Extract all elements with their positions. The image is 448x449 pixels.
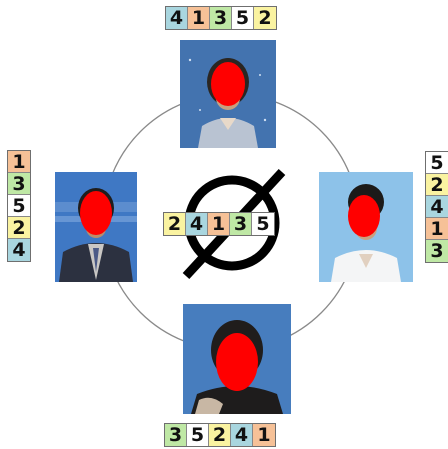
sequence-cell: 3 <box>230 213 252 235</box>
sequence-cell: 1 <box>426 218 448 240</box>
sequence-cell: 3 <box>165 424 187 446</box>
sequence-cell: 5 <box>252 213 274 235</box>
sequence-cell: 4 <box>426 196 448 218</box>
sequence-cell: 4 <box>231 424 253 446</box>
sequence-cell: 4 <box>186 213 208 235</box>
sequence-cell: 1 <box>208 213 230 235</box>
face-cover <box>211 62 245 106</box>
sequence-cell: 2 <box>254 7 276 29</box>
sequence-cell: 2 <box>426 174 448 196</box>
sequence-cell: 1 <box>8 151 30 173</box>
sequence-cell: 5 <box>8 195 30 217</box>
sequence-cell: 2 <box>8 217 30 239</box>
sequence-cell: 4 <box>8 239 30 261</box>
face-cover <box>216 333 258 391</box>
sequence-cell: 2 <box>209 424 231 446</box>
sequence-cell: 3 <box>8 173 30 195</box>
sequence-cell: 5 <box>232 7 254 29</box>
photo-top <box>180 40 276 148</box>
sequence-cell: 1 <box>188 7 210 29</box>
sequence-cell: 1 <box>253 424 275 446</box>
sequence-cell: 2 <box>164 213 186 235</box>
sequence-cell: 3 <box>210 7 232 29</box>
sequence-cell: 5 <box>187 424 209 446</box>
face-cover <box>80 191 112 235</box>
sequence-cell: 3 <box>426 240 448 262</box>
photo-left <box>55 172 137 282</box>
sequence-cell: 4 <box>166 7 188 29</box>
photo-right <box>319 172 413 282</box>
photo-bottom <box>183 304 291 414</box>
sequence-cell: 5 <box>426 152 448 174</box>
face-cover <box>348 195 380 237</box>
